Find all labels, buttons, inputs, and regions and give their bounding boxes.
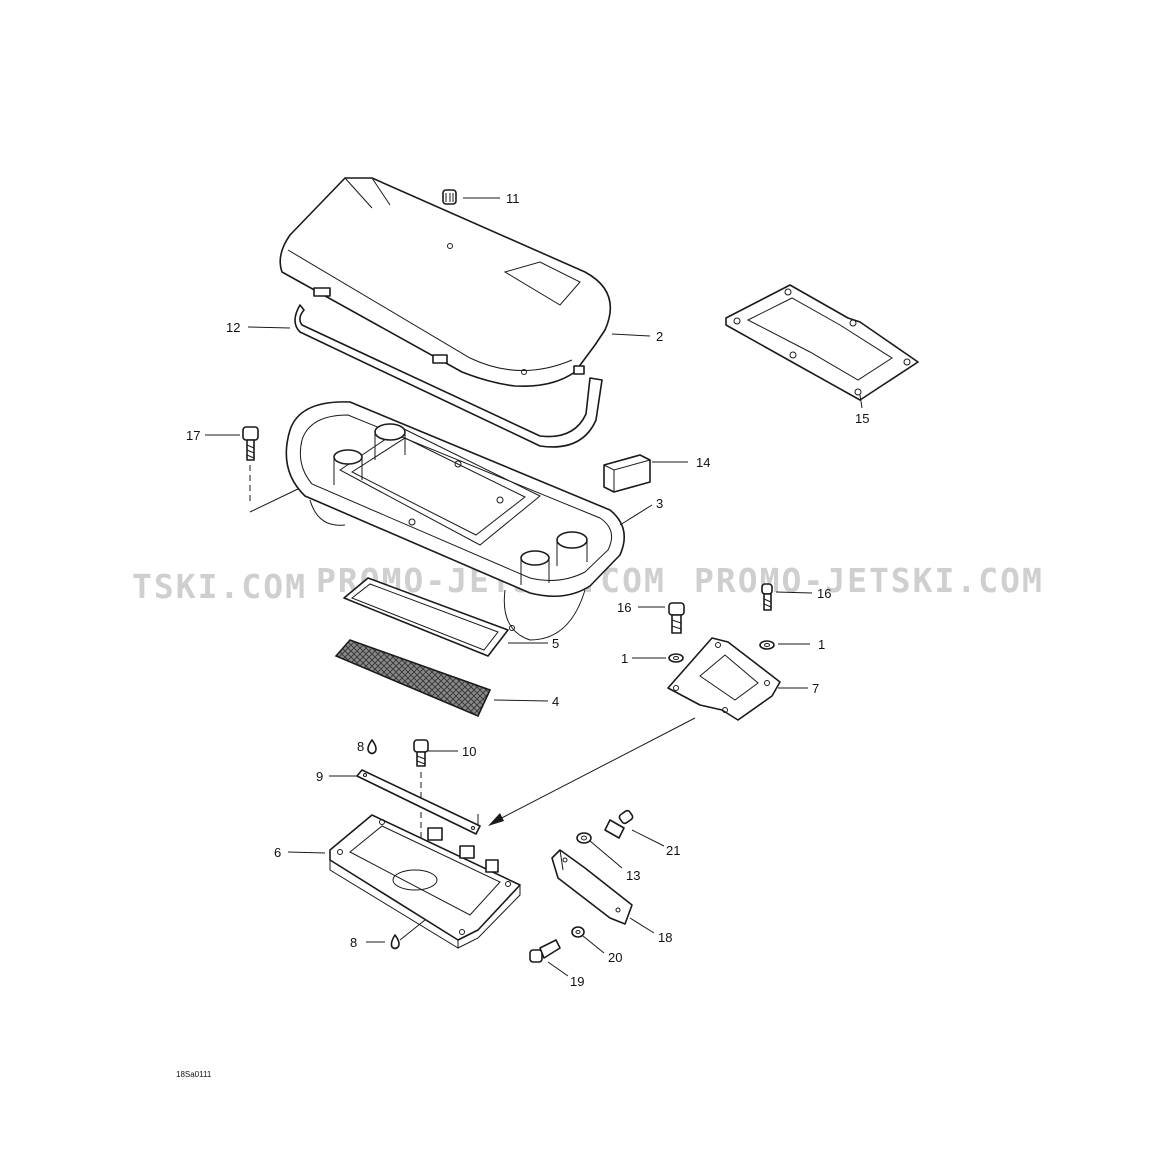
- part-13-washer: [576, 832, 592, 844]
- part-2-cover: [279, 177, 612, 388]
- callout-15: 15: [855, 411, 869, 426]
- part-18-bracket: [551, 849, 633, 925]
- callout-9: 9: [316, 769, 323, 784]
- part-8-sealant-icon-bottom: [390, 934, 400, 950]
- callout-8-top: 8: [357, 739, 364, 754]
- callout-1-left: 1: [621, 651, 628, 666]
- callout-12: 12: [226, 320, 240, 335]
- callout-18: 18: [658, 930, 672, 945]
- callout-16-left: 16: [617, 600, 631, 615]
- callout-14: 14: [696, 455, 710, 470]
- callout-10: 10: [462, 744, 476, 759]
- part-20-washer: [571, 926, 585, 938]
- part-7-bracket: [667, 637, 781, 721]
- callout-13: 13: [626, 868, 640, 883]
- part-9-strip: [356, 769, 481, 835]
- part-3-base: [285, 401, 626, 641]
- part-19-screw: [529, 939, 561, 963]
- part-11-plug: [442, 189, 457, 205]
- part-5-seal: [343, 577, 509, 657]
- part-16-screw-left: [668, 602, 685, 634]
- part-4-screen: [334, 639, 492, 718]
- callout-labels: 11 12 2 15 17 14 3 16 16 1 1 5 7 4 8 10 …: [186, 191, 869, 989]
- callout-19: 19: [570, 974, 584, 989]
- callout-5: 5: [552, 636, 559, 651]
- callout-17: 17: [186, 428, 200, 443]
- assembly-arrow: [488, 717, 696, 826]
- part-14-clip: [603, 454, 651, 493]
- part-12-gasket: [294, 304, 603, 448]
- callout-1-right: 1: [818, 637, 825, 652]
- watermark-left: TSKI.COM: [132, 567, 307, 606]
- part-15-gasket-plate: [725, 284, 919, 401]
- leader-lines: [205, 197, 863, 977]
- part-16-screw-right: [761, 583, 773, 611]
- callout-20: 20: [608, 950, 622, 965]
- watermark-right: PROMO-JETSKI.COM: [694, 561, 1044, 600]
- callout-2: 2: [656, 329, 663, 344]
- part-6-adaptor: [329, 814, 521, 949]
- callout-7: 7: [812, 681, 819, 696]
- part-21-screw: [604, 809, 634, 839]
- part-8-sealant-icon-top: [367, 739, 377, 755]
- diagram-code: 18Sa0111: [176, 1070, 212, 1079]
- callout-8-bottom: 8: [350, 935, 357, 950]
- part-1-washer-right: [759, 640, 775, 650]
- callout-11: 11: [506, 191, 520, 206]
- callout-3: 3: [656, 496, 663, 511]
- callout-4: 4: [552, 694, 559, 709]
- callout-21: 21: [666, 843, 680, 858]
- callout-16-right: 16: [817, 586, 831, 601]
- callout-6: 6: [274, 845, 281, 860]
- part-1-washer-left: [668, 653, 684, 663]
- part-17-screw: [242, 426, 301, 513]
